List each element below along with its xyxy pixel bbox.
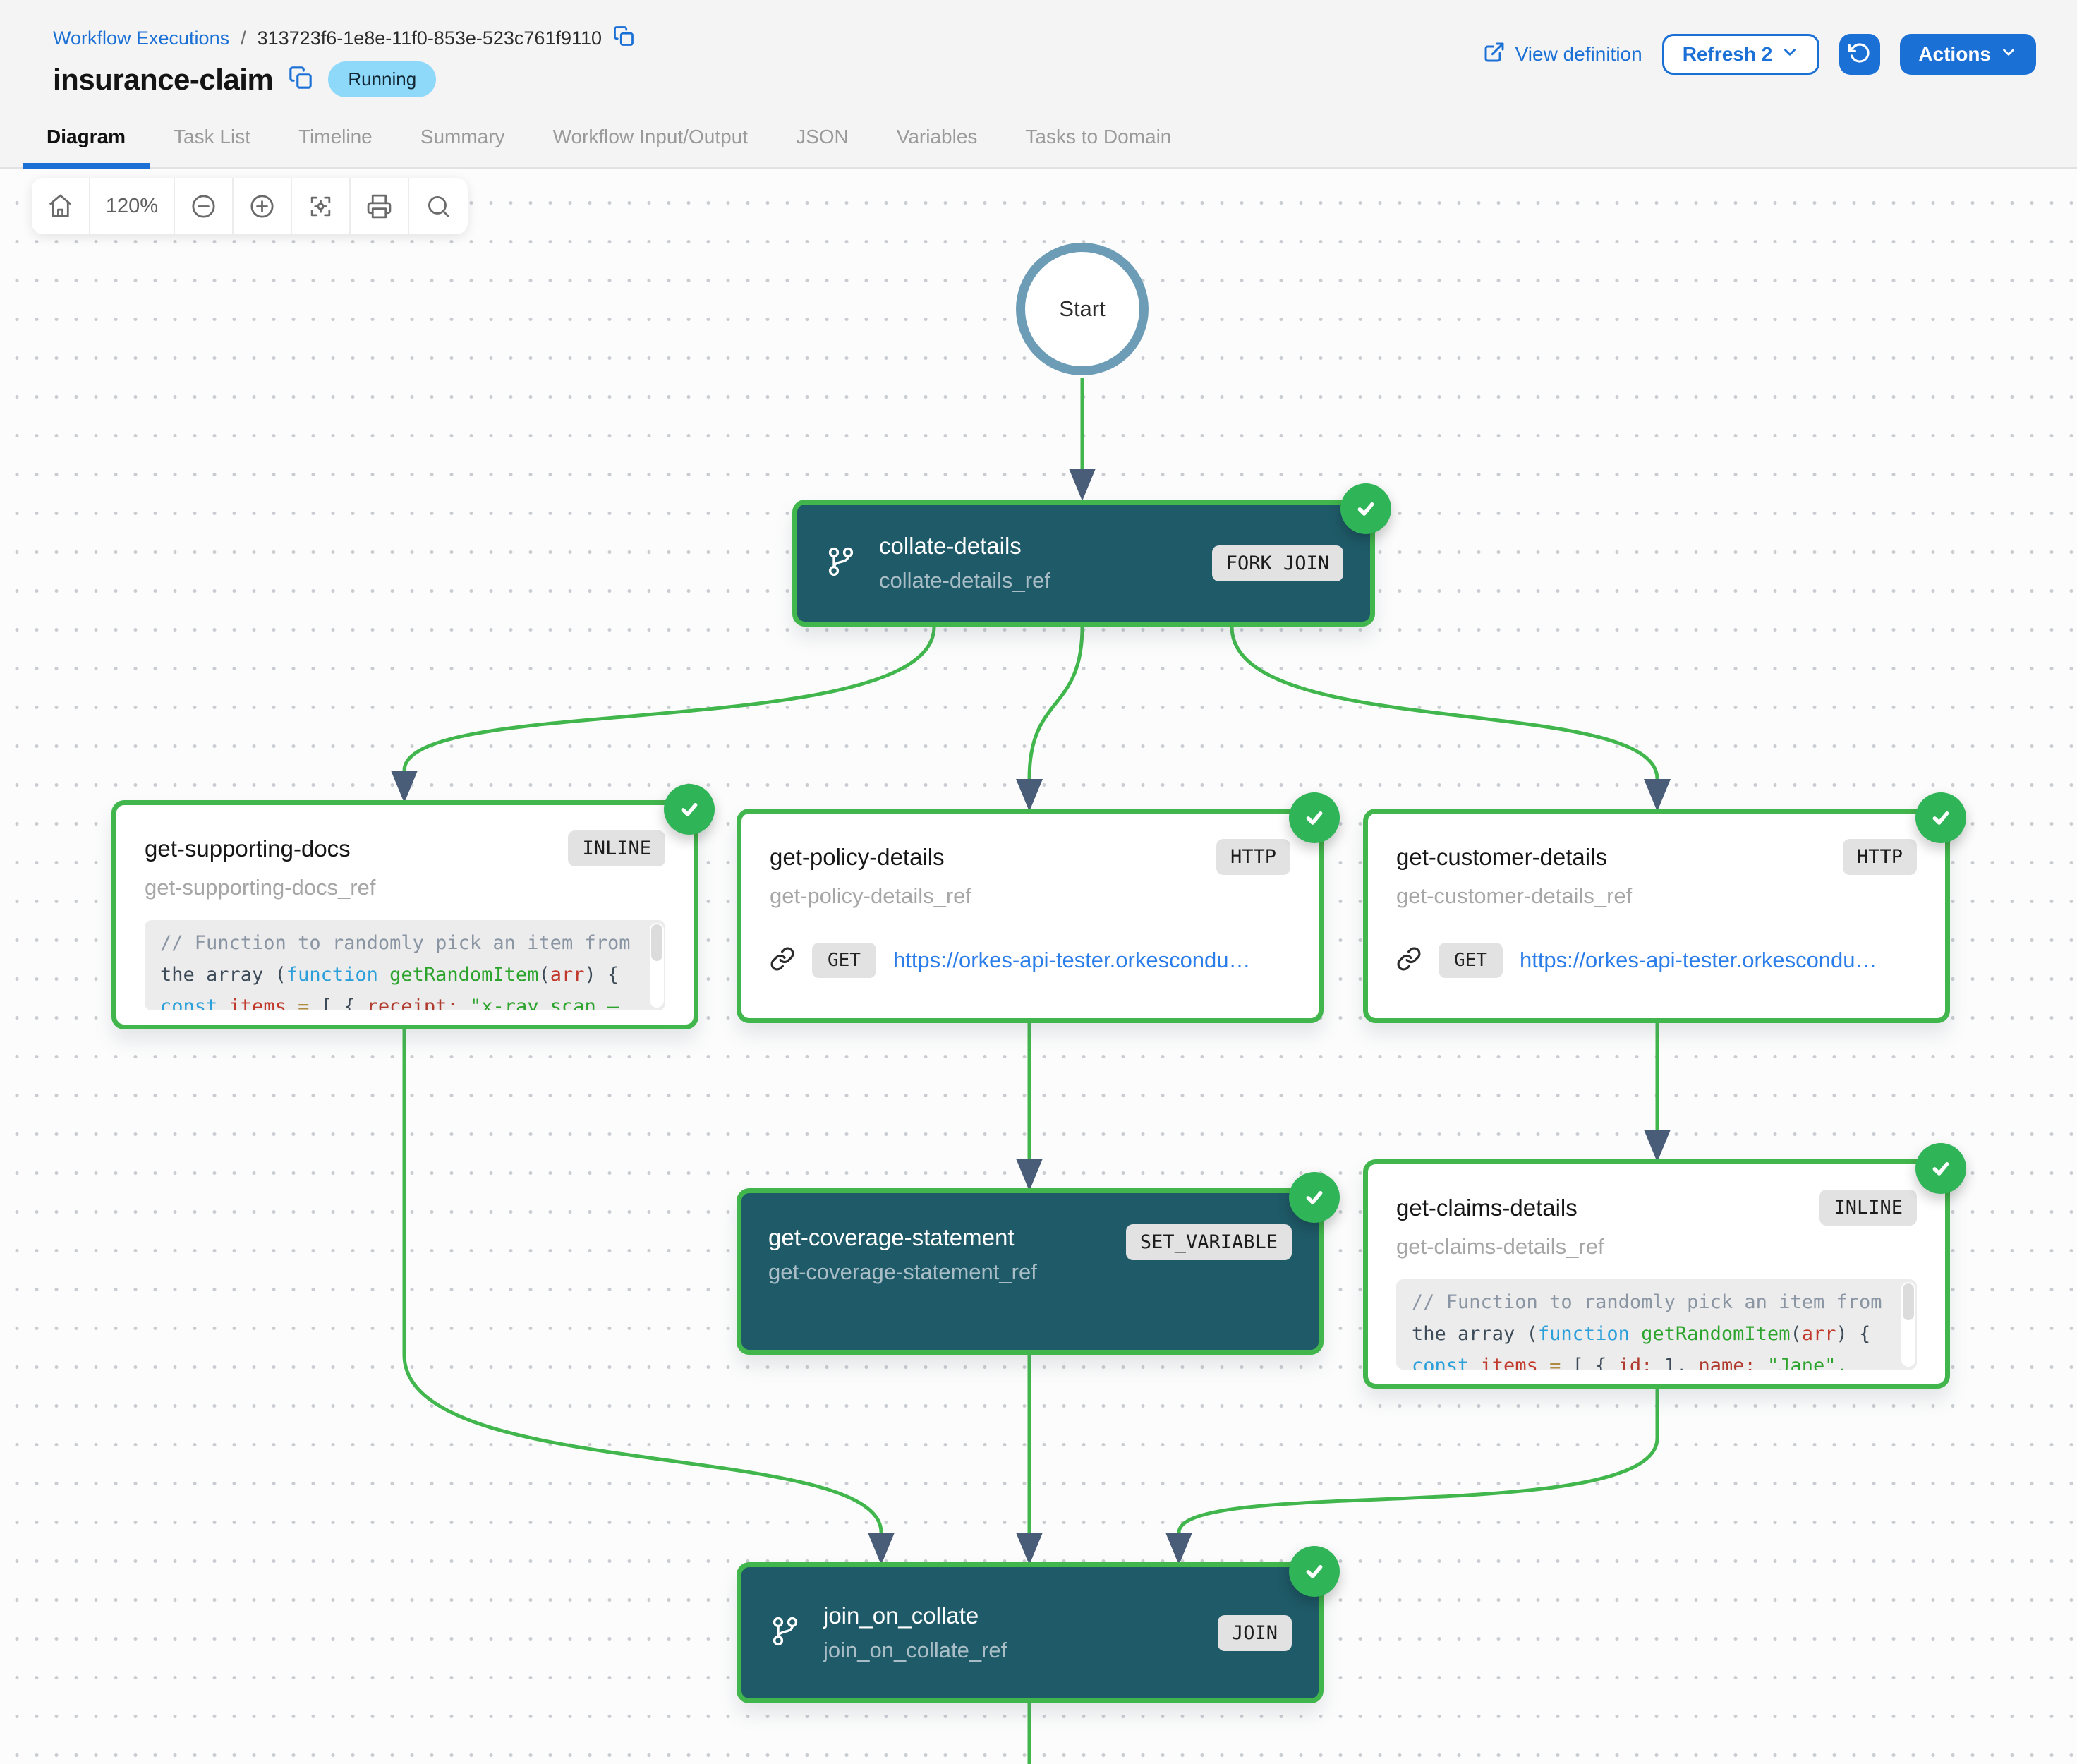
node-ref: collate-details_ref [879,568,1050,593]
node-ref: join_on_collate_ref [823,1638,1007,1662]
task-type-badge: SET_VARIABLE [1125,1224,1292,1260]
refresh-interval-button[interactable]: Refresh 2 [1661,34,1820,75]
node-title: get-coverage-statement [768,1224,1015,1250]
node-title: get-supporting-docs [145,835,351,862]
http-url-link[interactable]: https://orkes-api-tester.orkescondu… [1519,948,1877,972]
node-title: collate-details [879,533,1022,559]
print-icon [367,194,392,218]
actions-button[interactable]: Actions [1900,34,2036,75]
node-ref: get-claims-details_ref [1396,1234,1604,1259]
tab-timeline[interactable]: Timeline [298,125,373,147]
node-get-coverage-statement[interactable]: get-coverage-statement get-coverage-stat… [737,1172,1340,1355]
node-ref: get-policy-details_ref [770,883,972,908]
breadcrumb-separator: / [241,28,246,49]
completed-check-icon [1289,1172,1340,1223]
edge-arrowheads [391,469,1671,1565]
completed-check-icon [1340,483,1391,534]
http-method-badge: GET [1439,943,1503,978]
refresh-now-button[interactable] [1839,34,1881,75]
completed-check-icon [1915,792,1966,843]
chevron-down-icon [1999,43,2018,66]
node-get-claims-details[interactable]: get-claims-details INLINE get-claims-det… [1363,1143,1966,1389]
start-node[interactable]: Start [1016,243,1149,375]
zoom-out-button[interactable] [175,178,234,234]
breadcrumb: Workflow Executions / 313723f6-1e8e-11f0… [53,25,2024,52]
completed-check-icon [1915,1143,1966,1194]
task-type-badge: FORK JOIN [1211,545,1343,581]
link-icon [770,946,795,975]
tab-variables[interactable]: Variables [896,125,978,147]
view-definition-link[interactable]: View definition [1483,41,1642,68]
zoom-level: 120% [90,178,175,234]
chevron-down-icon [1781,43,1799,66]
completed-check-icon [1289,1546,1340,1597]
code-preview[interactable]: // Function to randomly pick an item fro… [1396,1279,1917,1370]
home-icon [49,194,71,217]
diagram-canvas[interactable]: 120% Start [0,169,2077,1764]
tab-tasks-to-domain[interactable]: Tasks to Domain [1025,125,1172,147]
code-scrollbar[interactable] [650,923,664,1008]
print-button[interactable] [351,178,409,234]
node-ref: get-coverage-statement_ref [768,1259,1037,1284]
tab-bar: Diagram Task List Timeline Summary Workf… [0,106,2077,169]
execution-id: 313723f6-1e8e-11f0-853e-523c761f9110 [257,28,602,49]
fork-icon [824,545,858,582]
node-join-on-collate[interactable]: join_on_collate join_on_collate_ref JOIN [737,1546,1340,1703]
zoom-in-icon [250,194,274,218]
task-type-badge: INLINE [1819,1190,1917,1226]
zoom-out-icon [192,194,215,218]
copy-workflow-name-icon[interactable] [289,66,313,93]
task-type-badge: INLINE [568,830,665,866]
node-title: get-claims-details [1396,1194,1578,1221]
zoom-in-button[interactable] [234,178,292,234]
fit-view-button[interactable] [292,178,351,234]
refresh-icon [1848,42,1871,68]
completed-check-icon [664,784,715,835]
status-badge: Running [328,61,437,97]
tab-workflow-input-output[interactable]: Workflow Input/Output [552,125,749,147]
workflow-edges [391,378,1671,1764]
node-get-customer-details[interactable]: get-customer-details HTTP get-customer-d… [1363,792,1966,1023]
tab-diagram[interactable]: Diagram [23,106,150,169]
tab-json[interactable]: JSON [796,125,849,147]
copy-execution-id-icon[interactable] [613,25,634,52]
http-url-link[interactable]: https://orkes-api-tester.orkescondu… [892,948,1251,972]
fork-icon [768,1614,802,1652]
node-title: get-policy-details [770,843,945,870]
task-type-badge: HTTP [1842,839,1917,875]
task-type-badge: JOIN [1217,1614,1292,1651]
node-ref: get-supporting-docs_ref [145,875,376,900]
fit-view-icon [310,196,331,216]
node-title: get-customer-details [1396,843,1607,870]
page-header: Workflow Executions / 313723f6-1e8e-11f0… [0,0,2077,106]
node-title: join_on_collate [823,1602,979,1629]
node-get-policy-details[interactable]: get-policy-details HTTP get-policy-detai… [737,792,1340,1023]
task-type-badge: HTTP [1216,839,1290,875]
completed-check-icon [1289,792,1340,843]
code-scrollbar[interactable] [1901,1282,1915,1367]
page-title: insurance-claim [53,62,274,96]
breadcrumb-workflow-executions-link[interactable]: Workflow Executions [53,28,230,49]
node-get-supporting-docs[interactable]: get-supporting-docs INLINE get-supportin… [111,784,715,1029]
node-collate-details[interactable]: collate-details collate-details_ref FORK… [792,483,1391,627]
tab-summary[interactable]: Summary [420,125,505,147]
diagram-toolbar: 120% [32,178,468,234]
code-preview[interactable]: // Function to randomly pick an item fro… [145,920,665,1010]
tab-task-list[interactable]: Task List [174,125,250,147]
http-method-badge: GET [812,943,876,978]
search-button[interactable] [409,178,468,234]
search-icon [428,195,449,217]
node-ref: get-customer-details_ref [1396,883,1633,908]
link-icon [1396,946,1422,975]
home-button[interactable] [32,178,90,234]
external-link-icon [1483,41,1506,68]
